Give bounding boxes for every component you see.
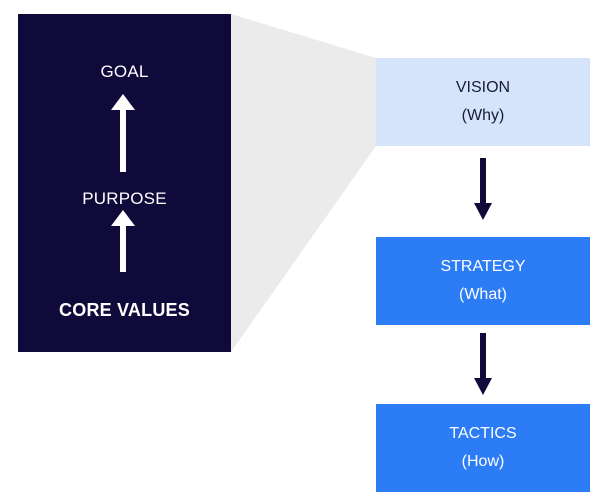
tactics-subtitle: (How) bbox=[461, 453, 505, 470]
core-framework-panel: GOAL PURPOSE CORE VALUES bbox=[18, 14, 231, 352]
up-arrow-icon bbox=[111, 94, 135, 172]
purpose-label: PURPOSE bbox=[82, 189, 167, 208]
core-values-label: CORE VALUES bbox=[59, 300, 190, 320]
strategy-box: STRATEGY (What) bbox=[376, 237, 590, 325]
down-arrow-icon bbox=[474, 333, 492, 395]
vision-box: VISION (Why) bbox=[376, 58, 590, 146]
down-arrow-icon bbox=[474, 158, 492, 220]
vision-title: VISION bbox=[455, 79, 511, 96]
goal-label: GOAL bbox=[100, 62, 149, 81]
vision-subtitle: (Why) bbox=[461, 107, 505, 124]
strategy-title: STRATEGY bbox=[440, 258, 526, 275]
strategy-subtitle: (What) bbox=[459, 286, 507, 303]
tactics-box: TACTICS (How) bbox=[376, 404, 590, 492]
up-arrow-icon bbox=[111, 210, 135, 272]
tactics-title: TACTICS bbox=[449, 425, 517, 442]
